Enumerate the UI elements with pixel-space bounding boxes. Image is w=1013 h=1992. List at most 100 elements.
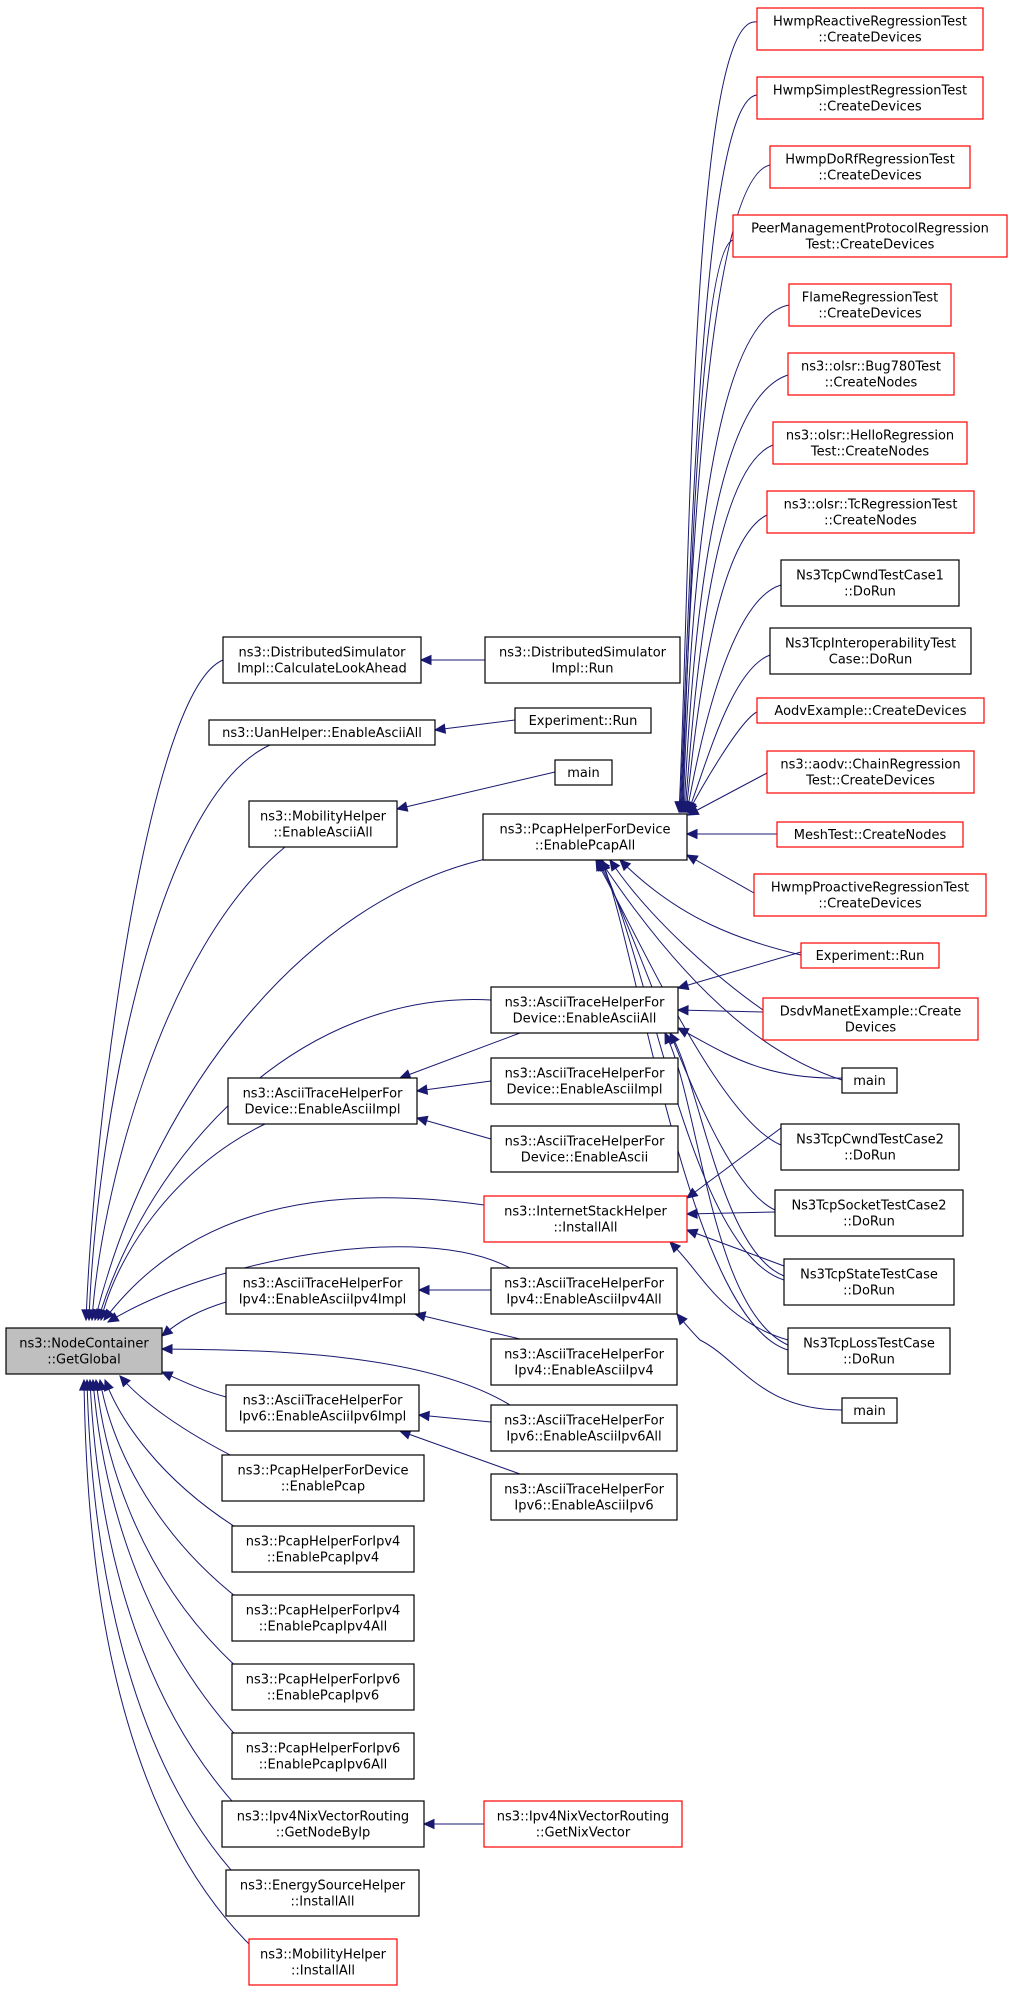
edge-aodv_ex-to-pcap_all: [687, 711, 758, 815]
node-exp-run1[interactable]: Experiment::Run: [514, 707, 652, 734]
node-label-line: ns3::EnergySourceHelper: [240, 1879, 406, 1894]
node-dsdv[interactable]: DsdvManetExample::CreateDevices: [762, 997, 979, 1041]
edge-tcp_loss-to-inet_stack: [669, 1241, 789, 1341]
arrowhead: [685, 854, 699, 865]
node-label-line: ns3::olsr::TcRegressionTest: [784, 498, 958, 513]
node-pcap-v6-all[interactable]: ns3::PcapHelperForIpv6::EnablePcapIpv6Al…: [231, 1732, 415, 1780]
node-label-line: ::EnablePcapIpv6All: [259, 1758, 387, 1773]
node-energy[interactable]: ns3::EnergySourceHelper::InstallAll: [225, 1869, 420, 1917]
node-pcap-v4-all[interactable]: ns3::PcapHelperForIpv4::EnablePcapIpv4Al…: [231, 1594, 415, 1642]
node-label-line: Devices: [845, 1021, 896, 1036]
edge-aodv_chain-to-pcap_all: [686, 772, 768, 816]
node-label-line: Ns3TcpStateTestCase: [800, 1268, 938, 1283]
edge-exp_run1-to-uan: [433, 719, 516, 734]
node-mob-install[interactable]: ns3::MobilityHelper::InstallAll: [248, 1938, 398, 1986]
node-ascii-dev-impl-l[interactable]: ns3::AsciiTraceHelperForDevice::EnableAs…: [227, 1077, 418, 1125]
node-nix-getnode[interactable]: ns3::Ipv4NixVectorRouting::GetNodeByIp: [221, 1800, 425, 1848]
node-ascii-dev-all[interactable]: ns3::AsciiTraceHelperForDevice::EnableAs…: [490, 986, 679, 1034]
node-nix-getvec[interactable]: ns3::Ipv4NixVectorRouting::GetNixVector: [483, 1800, 683, 1848]
node-main2[interactable]: main: [841, 1067, 898, 1094]
node-label-line: ns3::UanHelper::EnableAsciiAll: [222, 726, 422, 741]
edge-tcp_socket2-to-inet_stack: [685, 1208, 776, 1220]
node-box: [483, 1195, 688, 1243]
node-uan[interactable]: ns3::UanHelper::EnableAsciiAll: [208, 719, 436, 746]
node-box: [248, 1938, 398, 1986]
node-label-line: ::GetNodeByIp: [276, 1826, 371, 1841]
arrowhead: [395, 801, 409, 812]
node-label-line: ns3::AsciiTraceHelperFor: [504, 1348, 665, 1363]
node-ascii-dev[interactable]: ns3::AsciiTraceHelperForDevice::EnableAs…: [490, 1125, 679, 1173]
node-olsr-hello[interactable]: ns3::olsr::HelloRegressionTest::CreateNo…: [772, 421, 968, 465]
node-label-line: ns3::AsciiTraceHelperFor: [505, 1135, 666, 1150]
node-aodv-chain[interactable]: ns3::aodv::ChainRegressionTest::CreateDe…: [766, 750, 975, 794]
node-ascii-dev-impl-r[interactable]: ns3::AsciiTraceHelperForDevice::EnableAs…: [490, 1057, 679, 1105]
node-label-line: ::EnablePcapIpv4: [267, 1551, 379, 1566]
node-mesh-test[interactable]: MeshTest::CreateNodes: [776, 821, 964, 848]
node-ds-calc[interactable]: ns3::DistributedSimulatorImpl::Calculate…: [222, 636, 422, 684]
node-label-line: ns3::Ipv4NixVectorRouting: [237, 1810, 409, 1825]
node-label-line: ::CreateDevices: [818, 100, 921, 115]
node-tcp-cwnd2[interactable]: Ns3TcpCwndTestCase2::DoRun: [780, 1123, 960, 1171]
node-inet-stack[interactable]: ns3::InternetStackHelper::InstallAll: [483, 1195, 688, 1243]
edge-ds_calc-to-root: [81, 659, 224, 1322]
node-label-line: ns3::Ipv4NixVectorRouting: [497, 1810, 669, 1825]
node-tcp-state[interactable]: Ns3TcpStateTestCase::DoRun: [783, 1258, 955, 1306]
arrowhead: [417, 1284, 430, 1296]
edge-hwmp_dorf-to-pcap_all: [676, 164, 771, 814]
node-hwmp-dorf[interactable]: HwmpDoRfRegressionTest::CreateDevices: [769, 145, 971, 189]
node-label-line: ::EnablePcapIpv4All: [259, 1620, 387, 1635]
node-ascii-v6-all[interactable]: ns3::AsciiTraceHelperForIpv6::EnableAsci…: [490, 1404, 678, 1452]
node-hwmp-reactive[interactable]: HwmpReactiveRegressionTest::CreateDevice…: [756, 7, 984, 51]
node-main1[interactable]: main: [554, 759, 613, 786]
node-label-line: Case::DoRun: [829, 653, 912, 668]
node-label-line: ns3::DistributedSimulator: [238, 646, 406, 661]
node-tcp-loss[interactable]: Ns3TcpLossTestCase::DoRun: [787, 1327, 951, 1375]
node-olsr-bug[interactable]: ns3::olsr::Bug780Test::CreateNodes: [787, 352, 955, 396]
node-label-line: Device::EnableAsciiImpl: [245, 1103, 401, 1118]
node-box: [772, 421, 968, 465]
node-box: [753, 873, 987, 917]
node-tcp-socket2[interactable]: Ns3TcpSocketTestCase2::DoRun: [774, 1189, 964, 1237]
node-tcp-cwnd1[interactable]: Ns3TcpCwndTestCase1::DoRun: [780, 559, 960, 607]
node-pcap-dev[interactable]: ns3::PcapHelperForDevice::EnablePcap: [221, 1454, 425, 1502]
node-hwmp-simplest[interactable]: HwmpSimplestRegressionTest::CreateDevice…: [756, 76, 984, 120]
node-ascii-v6[interactable]: ns3::AsciiTraceHelperForIpv6::EnableAsci…: [490, 1473, 678, 1521]
node-label-line: ns3::NodeContainer: [19, 1337, 149, 1352]
node-pcap-v6[interactable]: ns3::PcapHelperForIpv6::EnablePcapIpv6: [231, 1663, 415, 1711]
arrowhead: [433, 723, 447, 734]
node-box: [483, 1800, 683, 1848]
node-ascii-v4-all[interactable]: ns3::AsciiTraceHelperForIpv4::EnableAsci…: [490, 1267, 678, 1315]
edge-pcap_v6-to-root: [92, 1378, 241, 1671]
node-label-line: Ns3TcpInteroperabilityTest: [785, 637, 956, 652]
node-ascii-v6-impl[interactable]: ns3::AsciiTraceHelperForIpv6::EnableAsci…: [225, 1384, 420, 1432]
node-ascii-v4-impl[interactable]: ns3::AsciiTraceHelperForIpv4::EnableAsci…: [225, 1267, 420, 1315]
node-label-line: ::EnablePcapIpv6: [267, 1689, 379, 1704]
edge-mob_install-to-root: [78, 1378, 256, 1951]
node-root: ns3::NodeContainer::GetGlobal: [5, 1327, 163, 1375]
node-aodv-ex[interactable]: AodvExample::CreateDevices: [756, 697, 985, 724]
node-pcap-all[interactable]: ns3::PcapHelperForDevice::EnablePcapAll: [482, 813, 688, 861]
node-box: [788, 283, 952, 327]
node-box: [732, 214, 1008, 258]
node-olsr-tc[interactable]: ns3::olsr::TcRegressionTest::CreateNodes: [766, 490, 975, 534]
node-label-line: ::DoRun: [844, 1149, 896, 1164]
node-label-line: Ipv4::EnableAsciiIpv4Impl: [239, 1293, 407, 1308]
node-peer-mgmt[interactable]: PeerManagementProtocolRegressionTest::Cr…: [732, 214, 1008, 258]
node-ascii-v4[interactable]: ns3::AsciiTraceHelperForIpv4::EnableAsci…: [490, 1338, 678, 1386]
node-mob-ascii[interactable]: ns3::MobilityHelper::EnableAsciiAll: [248, 800, 398, 848]
node-box: [490, 986, 679, 1034]
node-box: [769, 145, 971, 189]
node-exp-run2[interactable]: Experiment::Run: [800, 942, 940, 969]
node-label-line: ns3::aodv::ChainRegression: [780, 758, 960, 773]
arrowhead: [685, 828, 698, 840]
node-pcap-v4[interactable]: ns3::PcapHelperForIpv4::EnablePcapIpv4: [231, 1525, 415, 1573]
node-hwmp-proactive[interactable]: HwmpProactiveRegressionTest::CreateDevic…: [753, 873, 987, 917]
node-label-line: DsdvManetExample::Create: [780, 1005, 962, 1020]
edge-exp_run2-to-ascii_dev_all: [676, 951, 802, 991]
edge-ascii_dev-to-ascii_dev_impl_l: [415, 1115, 492, 1140]
node-main3[interactable]: main: [841, 1397, 898, 1424]
arrowhead: [104, 1378, 114, 1392]
node-flame[interactable]: FlameRegressionTest::CreateDevices: [788, 283, 952, 327]
